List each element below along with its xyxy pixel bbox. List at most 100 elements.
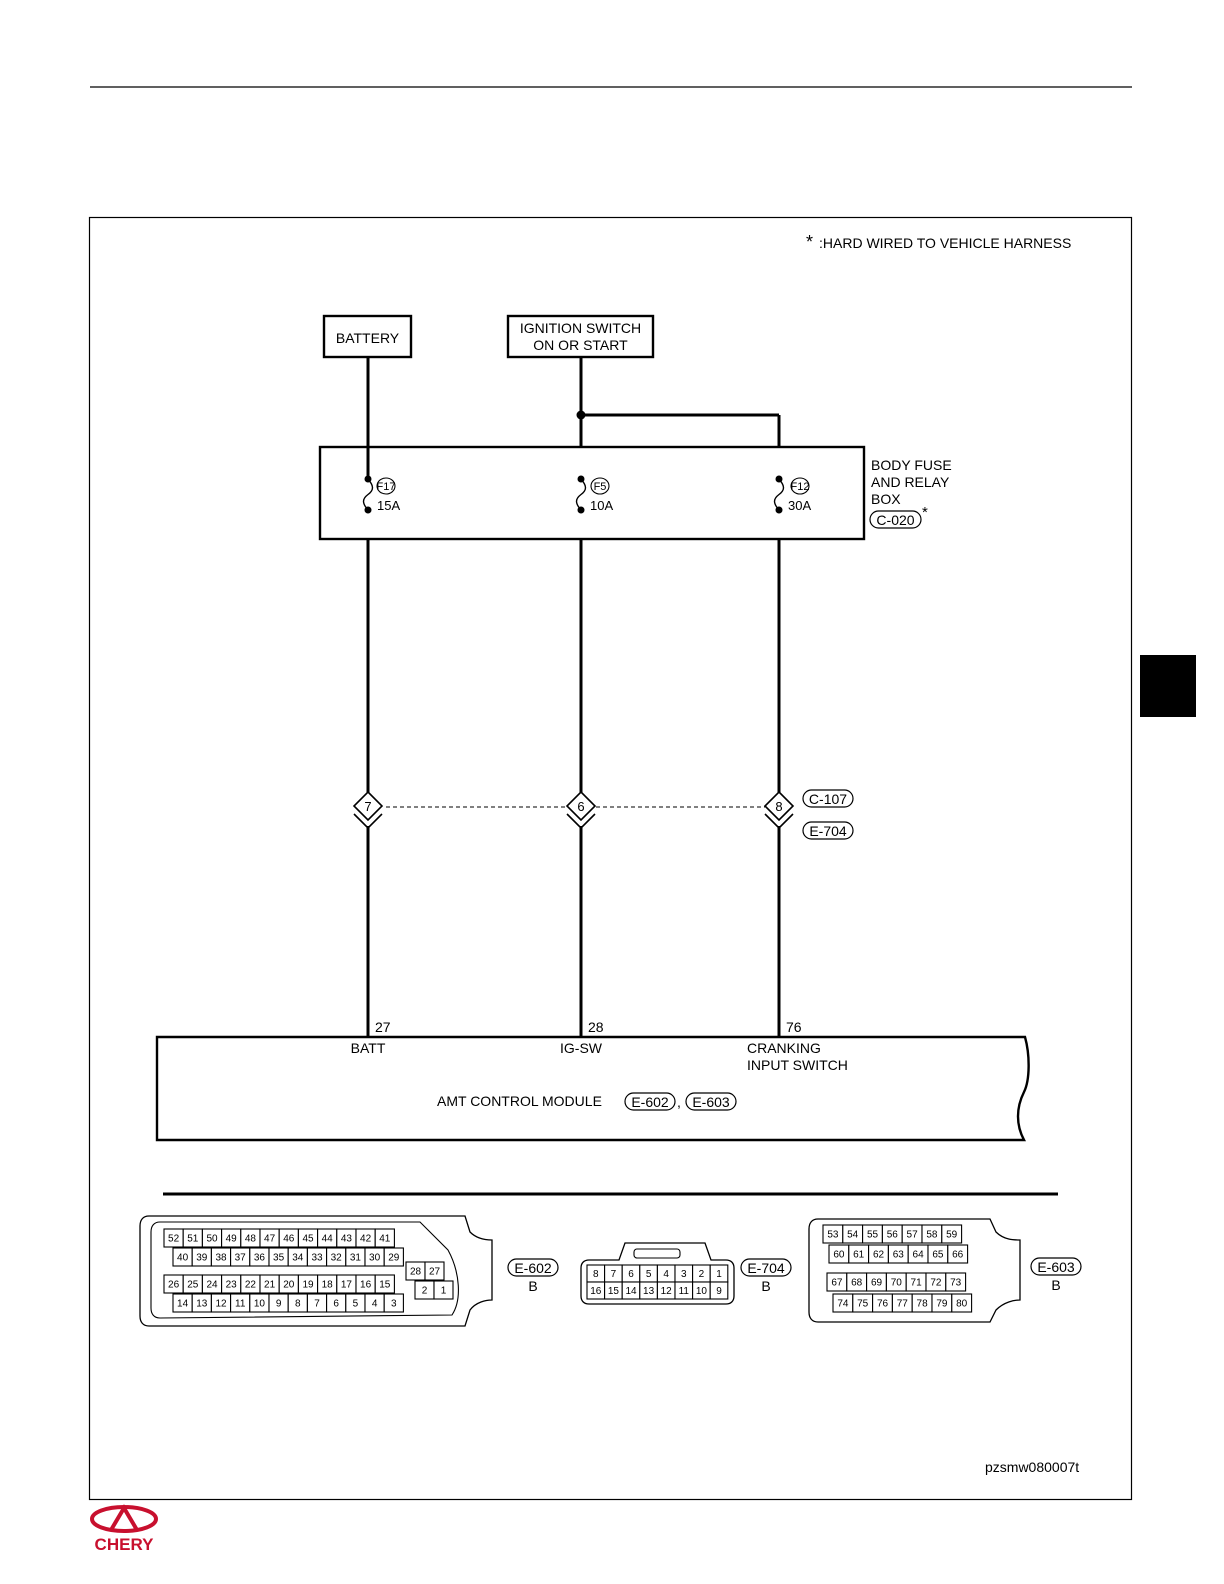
pin-number: 13 — [196, 1299, 208, 1310]
pin-number: 14 — [625, 1286, 637, 1297]
fuse-f5-id: F5 — [594, 481, 607, 493]
battery-box: BATTERY — [322, 314, 413, 359]
pin-cell: 78 — [911, 1293, 933, 1313]
pin-number: 28 — [410, 1267, 422, 1278]
pin-cell: 47 — [259, 1228, 280, 1248]
pin-cell: 52 — [163, 1228, 184, 1248]
module-connector-separator: , — [677, 1094, 681, 1110]
pin-cell: 3 — [674, 1264, 694, 1283]
logo-text: CHERY — [95, 1535, 155, 1554]
connector-c020-badge — [869, 510, 922, 529]
connector-e704-view-badge — [740, 1258, 792, 1277]
pin-number: 70 — [891, 1278, 903, 1289]
wires — [366, 357, 781, 1037]
pin-number: 16 — [360, 1280, 372, 1291]
pin-number: 76 — [877, 1299, 889, 1310]
pin-cell: 54 — [842, 1224, 864, 1244]
pin-number: 65 — [932, 1250, 944, 1261]
pin-number: 29 — [388, 1253, 400, 1264]
pin-number: 32 — [331, 1253, 343, 1264]
inline-pin-8: 8 — [763, 790, 795, 830]
pin-cell: 15 — [374, 1274, 395, 1294]
terminal-28-pin: 28 — [588, 1019, 604, 1035]
pin-number: 6 — [333, 1299, 339, 1310]
splice-dot — [576, 410, 586, 420]
pin-cell: 37 — [230, 1247, 251, 1267]
fuse-box-label-line3: BOX — [871, 491, 901, 507]
pin-number: 9 — [276, 1299, 282, 1310]
pin-number: 3 — [681, 1269, 687, 1280]
pin-number: 10 — [696, 1286, 708, 1297]
ignition-label-line1: IGNITION SWITCH — [520, 320, 641, 336]
connector-e704: E-704 — [809, 823, 847, 839]
pin-cell: 21 — [259, 1274, 280, 1294]
pin-cell: 9 — [268, 1293, 289, 1313]
pin-cell: 56 — [881, 1224, 903, 1244]
pin-number: 60 — [833, 1250, 845, 1261]
pin-cell: 36 — [249, 1247, 270, 1267]
fuse-f17: F17 15A — [362, 475, 400, 514]
pin-cell: 43 — [336, 1228, 357, 1248]
pin-number: 48 — [245, 1234, 257, 1245]
pin-cell: 53 — [822, 1224, 844, 1244]
pin-cell: 39 — [191, 1247, 212, 1267]
pin-cell: 32 — [326, 1247, 347, 1267]
pin-cell: 17 — [336, 1274, 357, 1294]
pin-number: 39 — [196, 1253, 208, 1264]
pin-number: 69 — [871, 1278, 883, 1289]
pin-number: 26 — [168, 1280, 180, 1291]
connector-c020: C-020 — [876, 512, 914, 528]
pin-cell: 44 — [317, 1228, 338, 1248]
pin-number: 72 — [930, 1278, 942, 1289]
pin-number: 34 — [292, 1253, 304, 1264]
pin-number: 73 — [950, 1278, 962, 1289]
pin-cell: 8 — [287, 1293, 308, 1313]
pin-cell: 16 — [355, 1274, 376, 1294]
pin-number: 35 — [273, 1253, 285, 1264]
pin-number: 42 — [360, 1234, 372, 1245]
pin-number: 71 — [911, 1278, 923, 1289]
pin-cell: 50 — [201, 1228, 223, 1248]
pin-cell: 30 — [364, 1247, 385, 1267]
pin-number: 12 — [215, 1299, 227, 1310]
pin-number: 10 — [254, 1299, 266, 1310]
pin-cell: 67 — [826, 1272, 848, 1292]
pin-number: 55 — [867, 1230, 879, 1241]
connector-c107: C-107 — [809, 791, 847, 807]
pin-cell: 64 — [907, 1244, 929, 1264]
pin-cell: 20 — [278, 1274, 299, 1294]
pin-number: 47 — [264, 1234, 276, 1245]
pin-number: 63 — [893, 1250, 905, 1261]
pin-number: 59 — [946, 1230, 958, 1241]
fuse-f17-id: F17 — [377, 481, 396, 493]
ignition-switch-box: IGNITION SWITCH ON OR START — [506, 314, 655, 359]
pin-cell: 29 — [383, 1247, 404, 1267]
pin-number: 61 — [853, 1250, 865, 1261]
pin-cell: 4 — [656, 1264, 676, 1283]
pin-number: 14 — [177, 1299, 189, 1310]
section-tab — [1140, 655, 1196, 717]
pin-number: 58 — [926, 1230, 938, 1241]
pin-number: 19 — [302, 1280, 314, 1291]
pin-number: 13 — [643, 1286, 655, 1297]
connector-e704-view-color: B — [761, 1278, 770, 1294]
pin-cell: 6 — [326, 1293, 347, 1313]
pin-cell: 9 — [709, 1281, 729, 1300]
pin-number: 43 — [341, 1234, 353, 1245]
pin-cell: 31 — [345, 1247, 366, 1267]
terminal-76-pin: 76 — [786, 1019, 802, 1035]
pin-cell: 8 — [586, 1264, 606, 1283]
pin-cell: 33 — [306, 1247, 328, 1267]
pin-cell: 28 — [405, 1261, 426, 1281]
terminal-76-label2: INPUT SWITCH — [747, 1057, 848, 1073]
pin-number: 62 — [873, 1250, 885, 1261]
pin-cell: 2 — [414, 1280, 435, 1300]
pin-number: 64 — [913, 1250, 925, 1261]
pin-cell: 10 — [692, 1281, 711, 1300]
inline-pin-7: 7 — [352, 790, 384, 830]
pin-number: 78 — [917, 1299, 929, 1310]
pin-number: 30 — [369, 1253, 381, 1264]
pin-cell: 25 — [182, 1274, 203, 1294]
